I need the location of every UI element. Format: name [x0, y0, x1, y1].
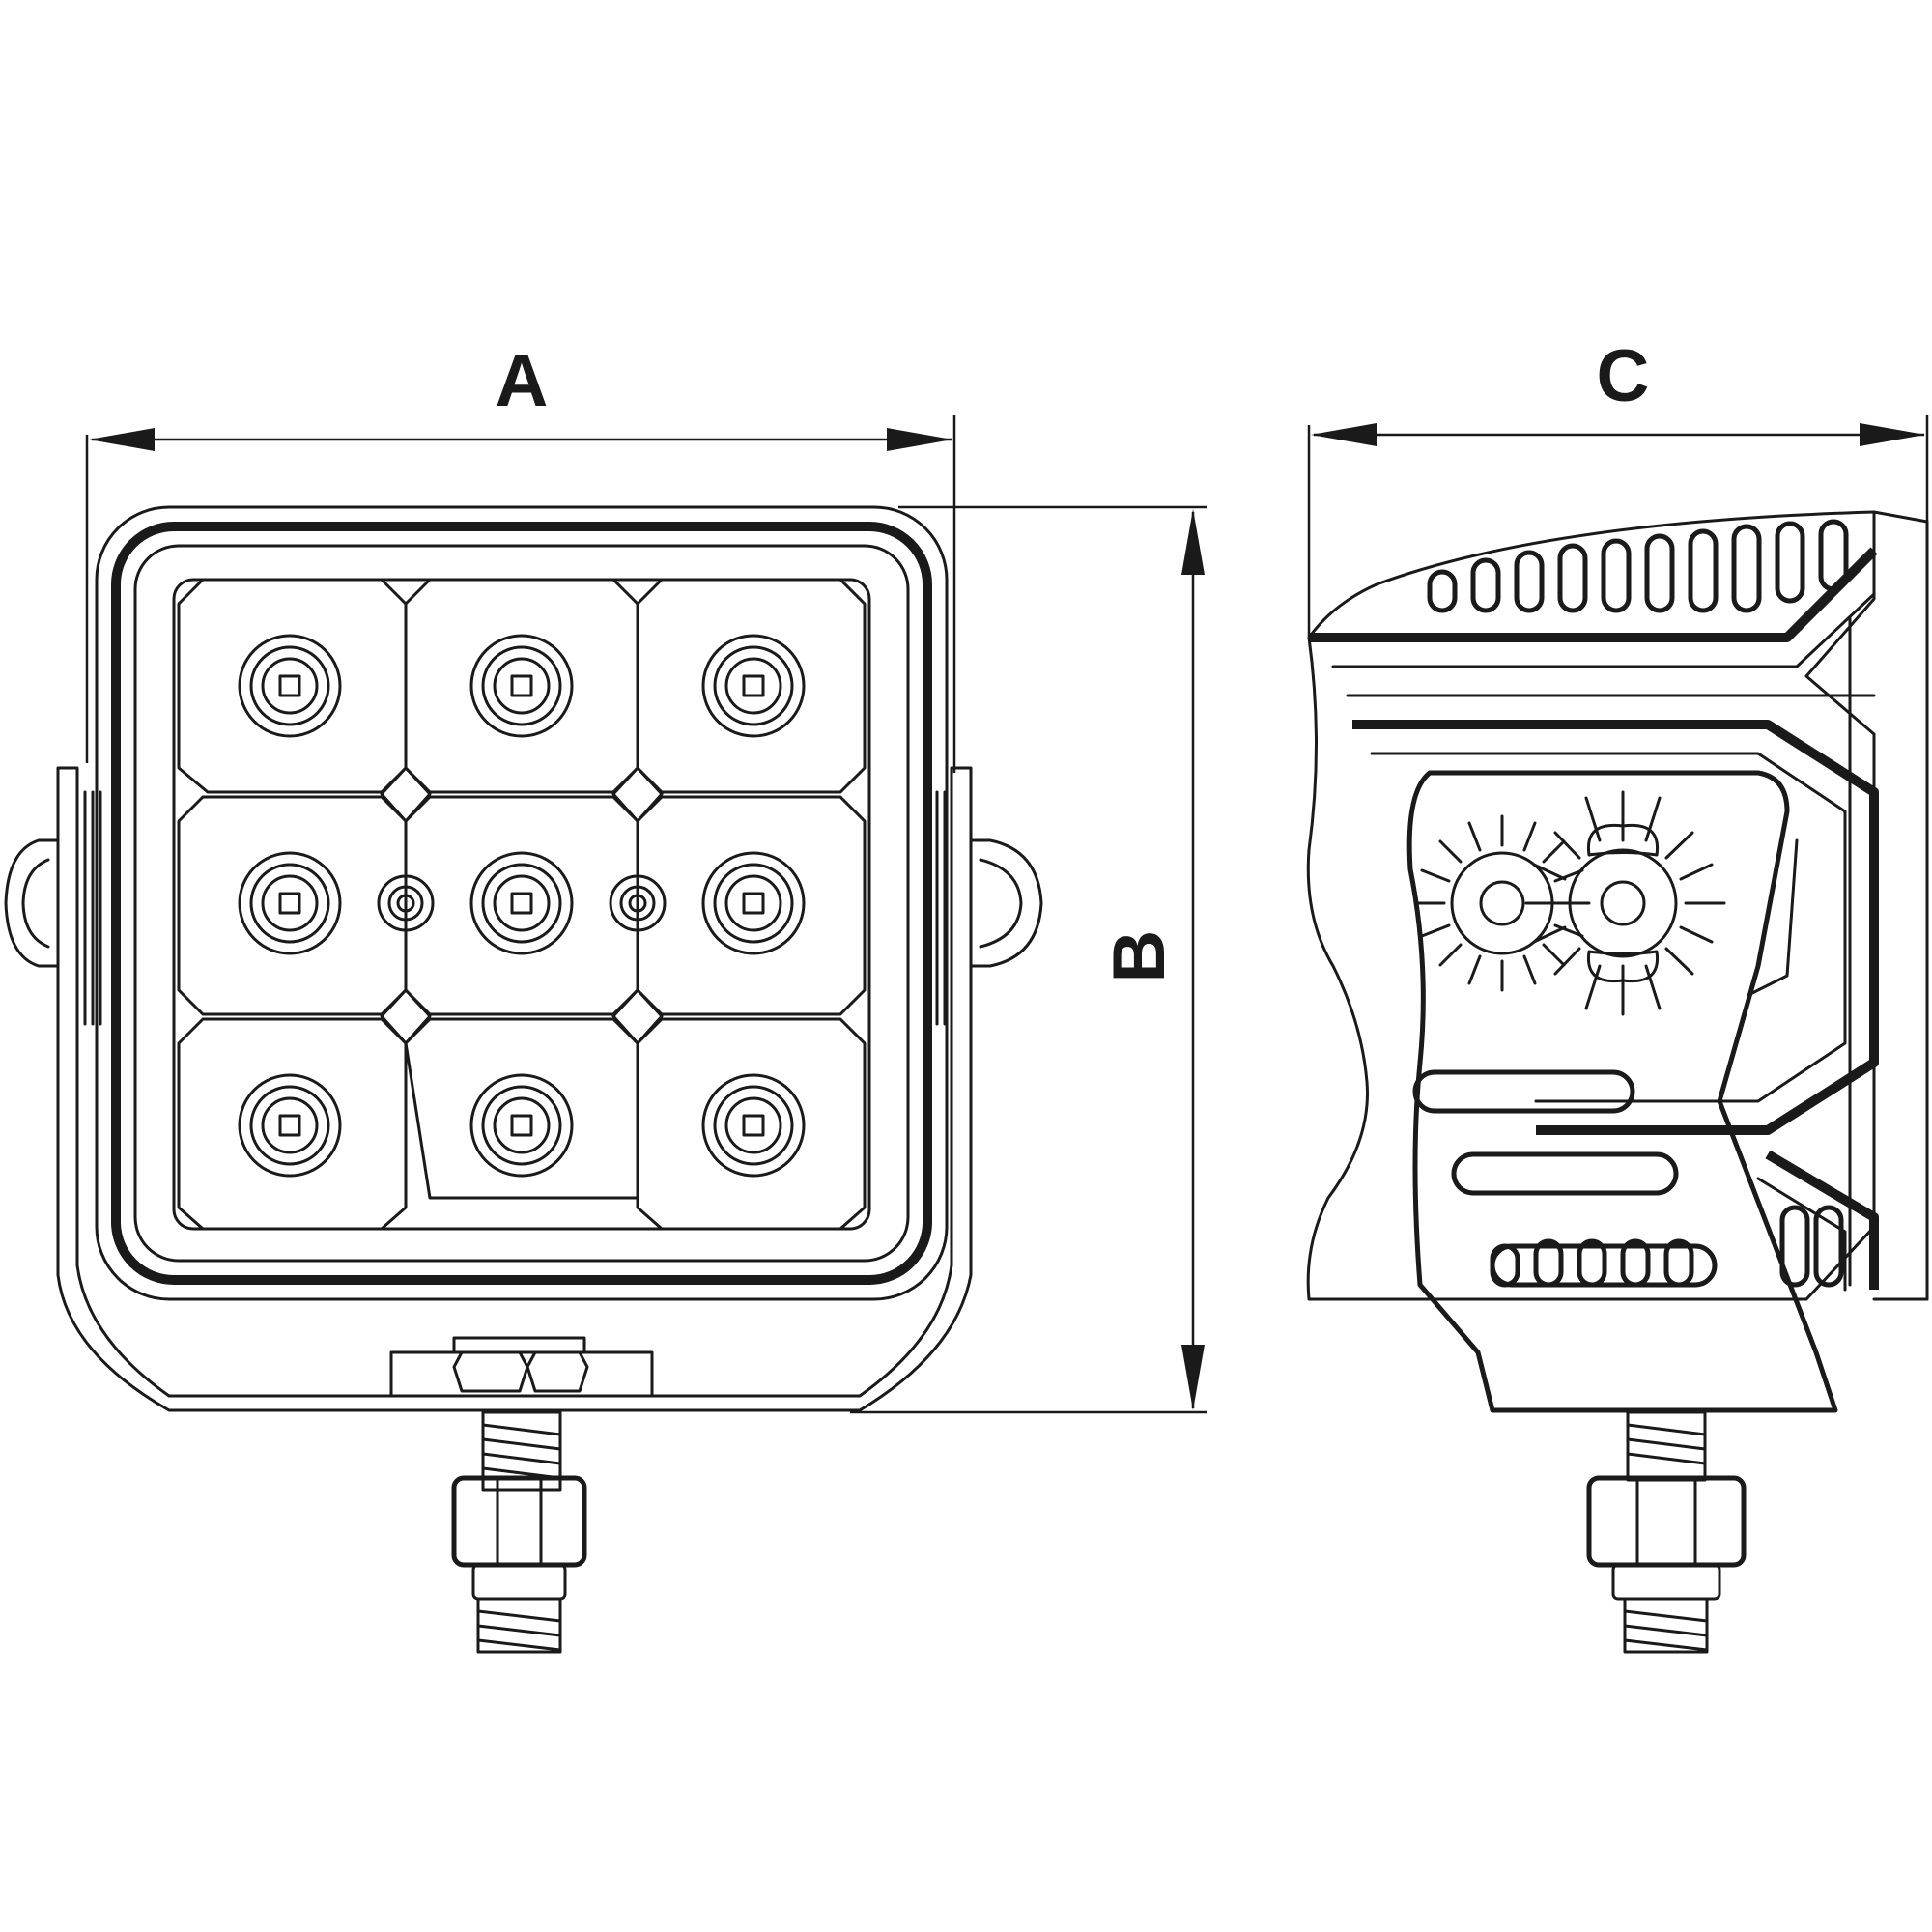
led-3-3 — [701, 1073, 806, 1178]
led-1-1 — [238, 634, 342, 738]
middle-frame — [1352, 720, 1879, 1135]
led-3-2 — [469, 1073, 574, 1178]
side-housing — [1306, 510, 1876, 1301]
led-2-2 — [469, 851, 574, 955]
side-view — [1306, 510, 1929, 1654]
front-mounting-bolt — [451, 1410, 587, 1654]
front-view — [4, 505, 1043, 1654]
small-indicators — [377, 874, 667, 932]
lower-frame — [1765, 1150, 1879, 1290]
mounting-bracket — [56, 766, 973, 1412]
housing-outer — [95, 505, 949, 1301]
top-cooling-fins — [1427, 519, 1849, 613]
housing-inner — [133, 544, 910, 1263]
bracket-slot-2 — [1451, 1151, 1679, 1196]
gear-adjuster-right — [1524, 790, 1726, 1016]
dimension-label-a: A — [496, 340, 549, 422]
led-1-3 — [701, 634, 806, 738]
dimension-label-b: B — [1098, 930, 1180, 983]
led-2-3 — [701, 851, 806, 955]
right-pivot-knob — [969, 838, 1043, 968]
dimension-label-c: C — [1597, 335, 1650, 417]
left-hinge-ribs — [83, 790, 102, 1026]
housing-bezel — [111, 522, 932, 1285]
top-band — [1309, 547, 1878, 642]
led-2-1 — [238, 851, 342, 955]
led-3-1 — [238, 1073, 342, 1178]
side-mounting-bolt — [1586, 1410, 1747, 1654]
dimension-c: C — [1307, 335, 1929, 638]
led-emitters — [238, 634, 806, 1178]
side-hex-nut — [1586, 1475, 1747, 1568]
bottom-clamp — [389, 1336, 654, 1398]
left-pivot-knob — [4, 838, 60, 968]
dimension-a: A — [85, 340, 956, 773]
bracket-slot-3 — [1490, 1243, 1718, 1288]
gear-adjuster-left — [1413, 814, 1591, 992]
bracket-slot-1 — [1412, 1069, 1635, 1114]
led-1-2 — [469, 634, 574, 738]
dimension-b: B — [850, 505, 1208, 1414]
